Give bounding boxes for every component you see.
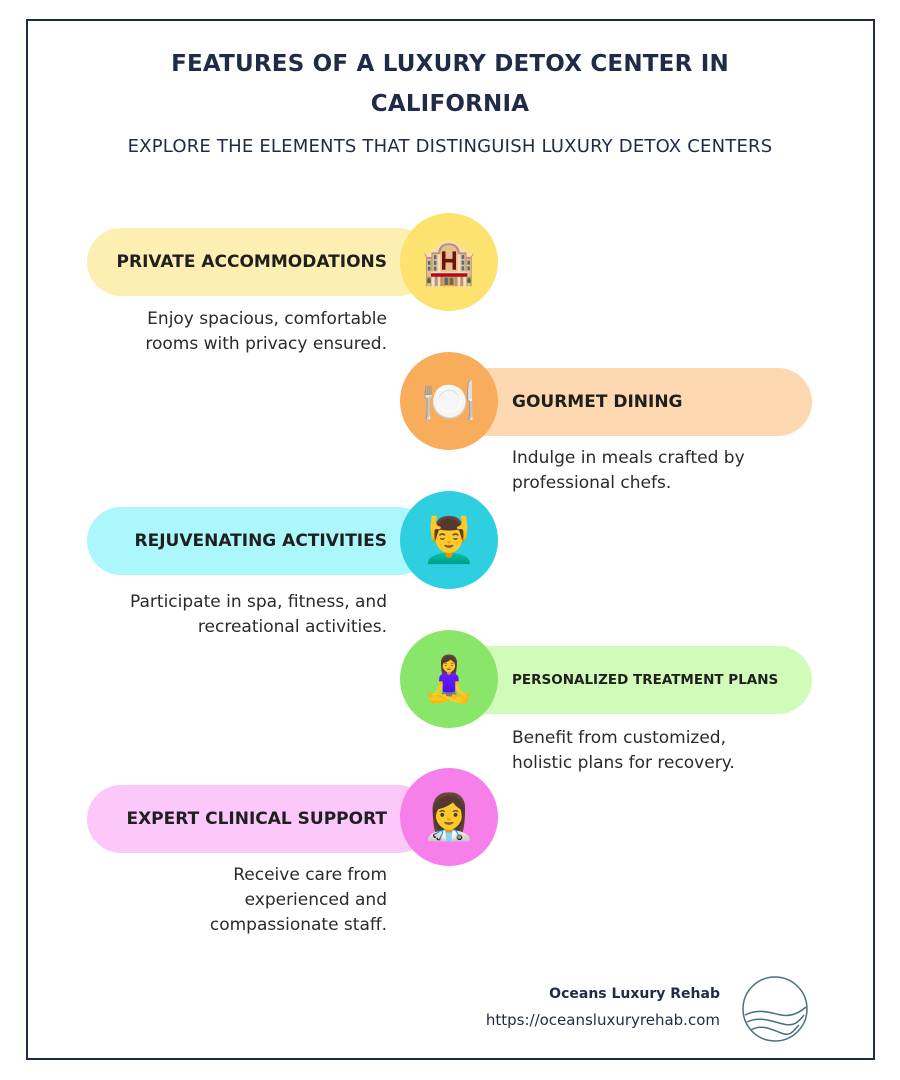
ocean-wave-logo-icon — [742, 976, 808, 1042]
meditation-icon: 🧘‍♀️ — [400, 630, 498, 728]
description-line: rooms with privacy ensured. — [145, 334, 387, 354]
title-line-2: CALIFORNIA — [370, 91, 530, 117]
description-line: compassionate staff. — [209, 915, 387, 935]
feature-pill-private-accommodations: PRIVATE ACCOMMODATIONS — [87, 228, 432, 296]
plate-cutlery-icon: 🍽️ — [400, 352, 498, 450]
plate-cutlery-glyph: 🍽️ — [421, 376, 477, 427]
feature-description: Receive care from experienced and compas… — [67, 863, 387, 938]
brand-url-link[interactable]: https://oceansluxuryrehab.com — [485, 1011, 720, 1029]
feature-label: EXPERT CLINICAL SUPPORT — [126, 809, 387, 829]
health-worker-icon: 👩‍⚕️ — [400, 768, 498, 866]
page-title: FEATURES OF A LUXURY DETOX CENTER IN CAL… — [0, 44, 900, 124]
feature-label: REJUVENATING ACTIVITIES — [134, 531, 387, 551]
feature-label: GOURMET DINING — [512, 392, 683, 412]
feature-pill-gourmet-dining: GOURMET DINING — [450, 368, 812, 436]
description-line: Benefit from customized, — [512, 728, 727, 748]
feature-pill-rejuvenating-activities: REJUVENATING ACTIVITIES — [87, 507, 432, 575]
brand-name: Oceans Luxury Rehab — [549, 986, 720, 1002]
feature-pill-personalized-treatment-plans: PERSONALIZED TREATMENT PLANS — [450, 646, 812, 714]
meditation-glyph: 🧘‍♀️ — [421, 654, 477, 705]
feature-description: Participate in spa, fitness, and recreat… — [67, 590, 387, 640]
description-line: professional chefs. — [512, 473, 672, 493]
massage-icon: 💆‍♂️ — [400, 491, 498, 589]
feature-description: Benefit from customized, holistic plans … — [512, 726, 832, 776]
description-line: Receive care from — [233, 865, 387, 885]
hotel-icon: 🏨 — [400, 213, 498, 311]
description-line: Enjoy spacious, comfortable — [147, 309, 387, 329]
massage-glyph: 💆‍♂️ — [421, 515, 477, 566]
infographic-frame — [26, 19, 875, 1060]
title-line-1: FEATURES OF A LUXURY DETOX CENTER IN — [171, 51, 729, 77]
hotel-glyph: 🏨 — [421, 237, 477, 288]
description-line: experienced and — [244, 890, 387, 910]
feature-label: PRIVATE ACCOMMODATIONS — [116, 252, 387, 272]
description-line: Participate in spa, fitness, and — [130, 592, 387, 612]
description-line: Indulge in meals crafted by — [512, 448, 745, 468]
feature-description: Enjoy spacious, comfortable rooms with p… — [67, 307, 387, 357]
description-line: recreational activities. — [197, 617, 387, 637]
description-line: holistic plans for recovery. — [512, 753, 735, 773]
page-subtitle: EXPLORE THE ELEMENTS THAT DISTINGUISH LU… — [127, 136, 773, 157]
feature-description: Indulge in meals crafted by professional… — [512, 446, 832, 496]
feature-label: PERSONALIZED TREATMENT PLANS — [512, 672, 779, 688]
feature-pill-expert-clinical-support: EXPERT CLINICAL SUPPORT — [87, 785, 432, 853]
health-worker-glyph: 👩‍⚕️ — [421, 792, 477, 843]
